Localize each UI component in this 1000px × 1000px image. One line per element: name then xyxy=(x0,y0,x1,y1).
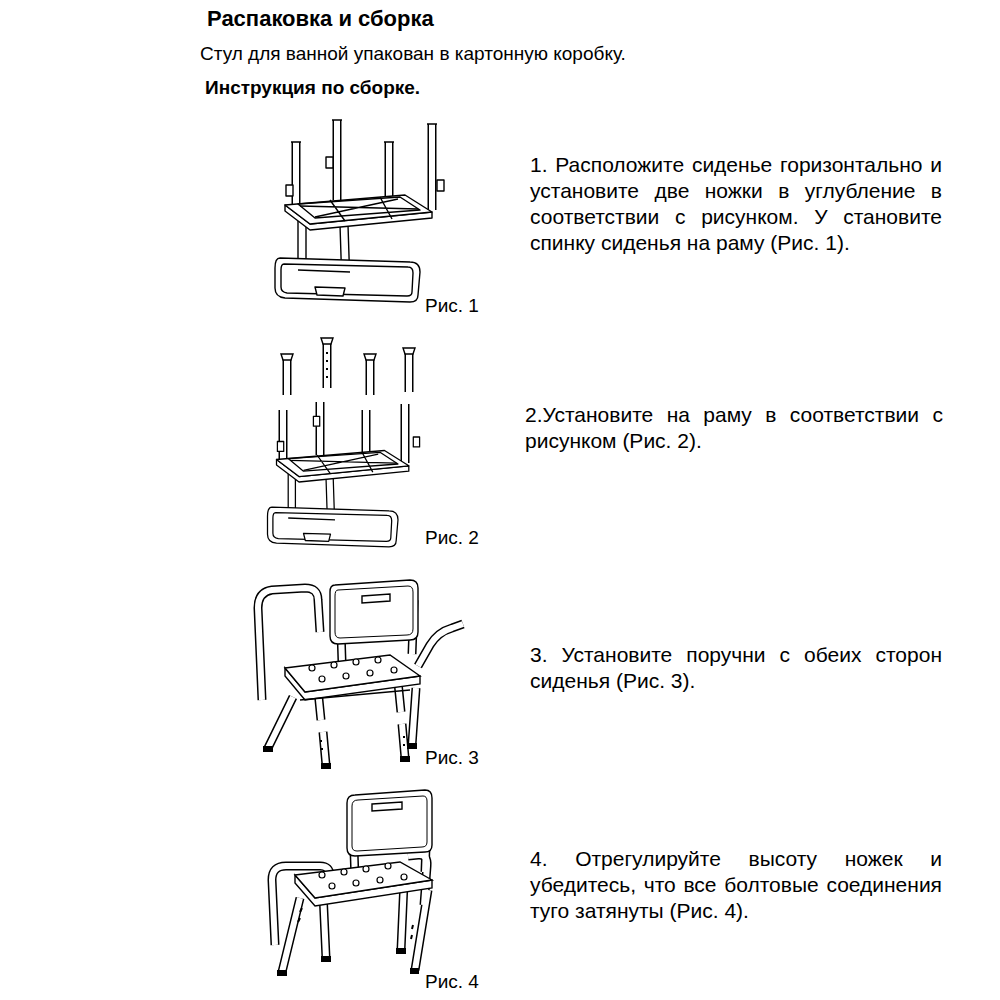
seat-hole xyxy=(375,657,381,663)
chair-part xyxy=(296,120,432,210)
section-heading: Инструкция по сборке. xyxy=(205,76,420,99)
part-group xyxy=(309,657,397,682)
chair-line xyxy=(347,790,432,856)
seat-hole xyxy=(319,676,325,682)
chair-part xyxy=(275,157,444,302)
chair-line xyxy=(300,690,410,700)
chair-part xyxy=(287,342,409,395)
chair-line xyxy=(295,862,432,898)
chair-part xyxy=(268,416,420,546)
seat-hole xyxy=(331,662,337,668)
chair-line xyxy=(277,948,419,976)
figure-4 xyxy=(272,790,432,976)
figure-3 xyxy=(258,580,463,769)
figure-2 xyxy=(268,338,420,547)
chair-line xyxy=(321,736,404,750)
seat-hole xyxy=(385,863,391,869)
seat-hole xyxy=(401,874,407,880)
chair-line xyxy=(291,120,437,142)
figure-caption: Рис. 1 xyxy=(425,294,479,317)
chair-line xyxy=(298,908,413,939)
seat-hole xyxy=(367,670,373,676)
figure-caption: Рис. 4 xyxy=(425,970,479,993)
seat-hole xyxy=(391,667,397,673)
seat-hole xyxy=(363,866,369,872)
seat-hole xyxy=(309,665,315,671)
seat-hole xyxy=(343,673,349,679)
figure-1 xyxy=(275,120,444,302)
intro-text: Стул для ванной упакован в картонную кор… xyxy=(200,42,626,65)
chair-line xyxy=(362,594,390,603)
part-group xyxy=(319,863,407,889)
chair-line xyxy=(372,802,402,811)
seat-hole xyxy=(377,877,383,883)
figure-caption: Рис. 3 xyxy=(425,746,479,769)
chair-line xyxy=(263,743,417,769)
step-text: 2.Установите на раму в соответствии с ри… xyxy=(525,402,943,454)
chair-line xyxy=(352,796,427,851)
step-text: 1. Расположите сиденье горизонтально и у… xyxy=(530,152,942,256)
seat-hole xyxy=(319,872,325,878)
chair-part xyxy=(296,120,432,210)
seat-hole xyxy=(329,883,335,889)
seat-hole xyxy=(341,869,347,875)
figure-caption: Рис. 2 xyxy=(425,526,479,549)
seat-hole xyxy=(353,880,359,886)
page-title: Распаковка и сборка xyxy=(207,6,434,32)
chair-part xyxy=(287,342,409,395)
chair-line xyxy=(285,655,420,692)
seat-hole xyxy=(353,659,359,665)
chair-line xyxy=(281,338,415,360)
step-text: 3. Установите поручни с обеих сторон сид… xyxy=(530,642,942,694)
chair-line xyxy=(326,352,328,378)
chair-line xyxy=(330,580,418,644)
step-text: 4. Отрегулируйте высоту ножек и убедитес… xyxy=(530,846,942,924)
chair-line xyxy=(335,586,413,638)
